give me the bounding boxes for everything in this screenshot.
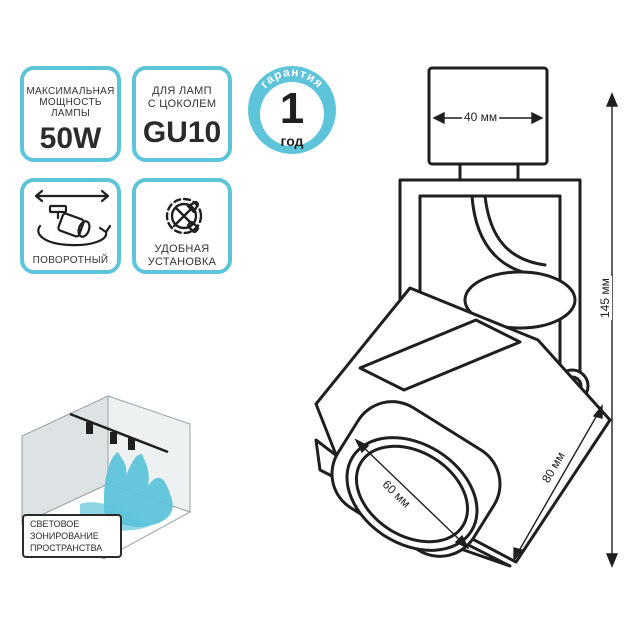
base-caption-2: С ЦОКОЛЕМ (147, 98, 217, 110)
rotating-caption: ПОВОРОТНЫЙ (32, 255, 109, 266)
base-caption-1: ДЛЯ ЛАМП (152, 85, 212, 97)
spotlight-drawing (314, 66, 619, 568)
zoning-caption-1: СВЕТОВОЕ (30, 519, 80, 529)
warranty-badge-graphic: гарантия (248, 65, 336, 154)
warranty-badge: гарантия 1 год (244, 62, 340, 158)
easy-install-card: УДОБНАЯ УСТАНОВКА (132, 178, 232, 274)
zoning-label-box: СВЕТОВОЕ ЗОНИРОВАНИЕ ПРОСТРАНСТВА (22, 514, 122, 558)
zoning-illustration: СВЕТОВОЕ ЗОНИРОВАНИЕ ПРОСТРАНСТВА (18, 394, 198, 574)
gear-tools-icon (165, 197, 203, 235)
max-power-card: МАКСИМАЛЬНАЯ МОЩНОСТЬ ЛАМПЫ 50W (20, 66, 121, 162)
power-caption-2: МОЩНОСТЬ (39, 97, 102, 108)
rotating-spotlight-icon (34, 189, 112, 247)
dimension-width-label: 40 мм (462, 110, 500, 124)
dimension-height-label: 145 мм (598, 276, 612, 320)
lamp-base-card: ДЛЯ ЛАМП С ЦОКОЛЕМ GU10 (132, 66, 232, 162)
rotating-card: ПОВОРОТНЫЙ (20, 178, 121, 274)
base-value: GU10 (142, 116, 222, 149)
install-caption-1: УДОБНАЯ (154, 243, 210, 255)
warranty-unit: год (280, 133, 304, 149)
install-caption-2: УСТАНОВКА (147, 256, 217, 268)
power-caption-3: ЛАМПЫ (50, 108, 91, 119)
power-value: 50W (39, 122, 102, 155)
zoning-caption-2: ЗОНИРОВАНИЕ (30, 531, 99, 541)
zoning-caption-3: ПРОСТРАНСТВА (30, 543, 103, 553)
power-caption-1: МАКСИМАЛЬНАЯ (26, 86, 115, 97)
warranty-value: 1 (279, 84, 305, 133)
